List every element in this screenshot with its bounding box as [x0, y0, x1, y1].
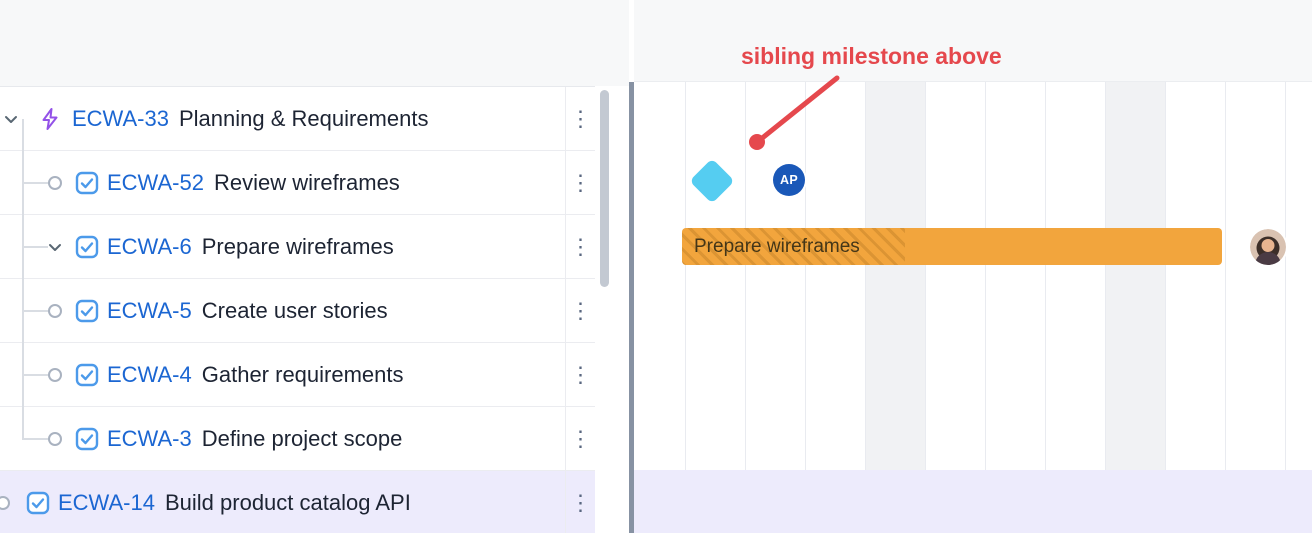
task-check-icon	[75, 171, 99, 195]
row-menu-button[interactable]: ⋮	[565, 87, 595, 150]
issue-key[interactable]: ECWA-3	[107, 425, 192, 451]
issue-title: Planning & Requirements	[178, 105, 429, 131]
issue-title: Gather requirements	[201, 361, 404, 387]
grid-line	[745, 82, 746, 470]
task-check-icon	[75, 363, 99, 387]
task-row[interactable]: ECWA-33 Planning & Requirements ⋮	[0, 87, 595, 151]
status-circle-icon	[48, 303, 62, 318]
left-panel-header	[0, 0, 629, 86]
issue-list: ECWA-33 Planning & Requirements ⋮ ECWA-5…	[0, 86, 595, 533]
row-menu-button[interactable]: ⋮	[565, 471, 595, 533]
row-menu-button[interactable]: ⋮	[565, 407, 595, 470]
more-icon: ⋮	[569, 425, 592, 451]
grid-line	[985, 82, 986, 470]
status-circle-icon	[48, 367, 62, 382]
row-menu-button[interactable]: ⋮	[565, 343, 595, 406]
issue-key[interactable]: ECWA-52	[107, 169, 204, 195]
grid-line	[805, 82, 806, 470]
more-icon: ⋮	[569, 297, 592, 323]
issue-title: Prepare wireframes	[201, 233, 394, 259]
assignee-initials-avatar: AP	[773, 164, 805, 196]
issue-title: Review wireframes	[213, 169, 400, 195]
status-circle-icon	[0, 495, 10, 510]
issue-key[interactable]: ECWA-33	[72, 105, 169, 131]
task-check-icon	[75, 235, 99, 259]
grid-line	[1165, 82, 1166, 470]
issue-title: Define project scope	[201, 425, 403, 451]
bar-hatch-pattern	[682, 228, 905, 265]
grid-line	[1105, 82, 1106, 470]
grid-line	[1285, 82, 1286, 470]
weekend-shade-column	[865, 82, 925, 470]
annotation-text: sibling milestone above	[741, 43, 1002, 69]
gantt-bar-label: Prepare wireframes	[694, 236, 860, 257]
selected-row-highlight	[634, 470, 1312, 533]
row-menu-button[interactable]: ⋮	[565, 279, 595, 342]
task-check-icon	[75, 299, 99, 323]
more-icon: ⋮	[569, 105, 592, 131]
more-icon: ⋮	[569, 233, 592, 259]
timeline-grid	[634, 82, 1312, 470]
grid-line	[1225, 82, 1226, 470]
task-check-icon	[26, 491, 50, 515]
more-icon: ⋮	[569, 169, 592, 195]
row-menu-button[interactable]: ⋮	[565, 151, 595, 214]
issue-title: Create user stories	[201, 297, 388, 323]
grid-line	[685, 82, 686, 470]
task-row[interactable]: ECWA-52 Review wireframes ⋮	[0, 151, 595, 215]
gantt-bar-prepare-wireframes[interactable]: Prepare wireframes	[682, 228, 1222, 265]
grid-line	[925, 82, 926, 470]
task-check-icon	[75, 427, 99, 451]
issue-key[interactable]: ECWA-6	[107, 233, 192, 259]
issue-title: Build product catalog API	[164, 489, 411, 515]
more-icon: ⋮	[569, 361, 592, 387]
issue-key[interactable]: ECWA-14	[58, 489, 155, 515]
person-photo-icon	[1250, 229, 1286, 265]
chevron-down-icon[interactable]	[46, 238, 64, 256]
more-icon: ⋮	[569, 489, 592, 515]
assignee-photo-avatar	[1250, 229, 1286, 265]
task-row[interactable]: ECWA-4 Gather requirements ⋮	[0, 343, 595, 407]
panel-resize-divider[interactable]	[629, 82, 634, 533]
chevron-down-icon[interactable]	[2, 110, 20, 128]
issue-key[interactable]: ECWA-4	[107, 361, 192, 387]
task-row[interactable]: ECWA-5 Create user stories ⋮	[0, 279, 595, 343]
status-circle-icon	[48, 431, 62, 446]
grid-line	[1045, 82, 1046, 470]
assignee-initials: AP	[780, 173, 798, 187]
epic-icon	[38, 107, 62, 131]
task-row-selected[interactable]: ECWA-14 Build product catalog API ⋮	[0, 471, 595, 533]
task-row[interactable]: ECWA-6 Prepare wireframes ⋮	[0, 215, 595, 279]
issue-key[interactable]: ECWA-5	[107, 297, 192, 323]
row-menu-button[interactable]: ⋮	[565, 215, 595, 278]
weekend-shade-column	[1105, 82, 1165, 470]
grid-line	[865, 82, 866, 470]
vertical-scrollbar[interactable]	[600, 90, 609, 287]
status-circle-icon	[48, 175, 62, 190]
timeline-header	[634, 0, 1312, 82]
task-row[interactable]: ECWA-3 Define project scope ⋮	[0, 407, 595, 471]
